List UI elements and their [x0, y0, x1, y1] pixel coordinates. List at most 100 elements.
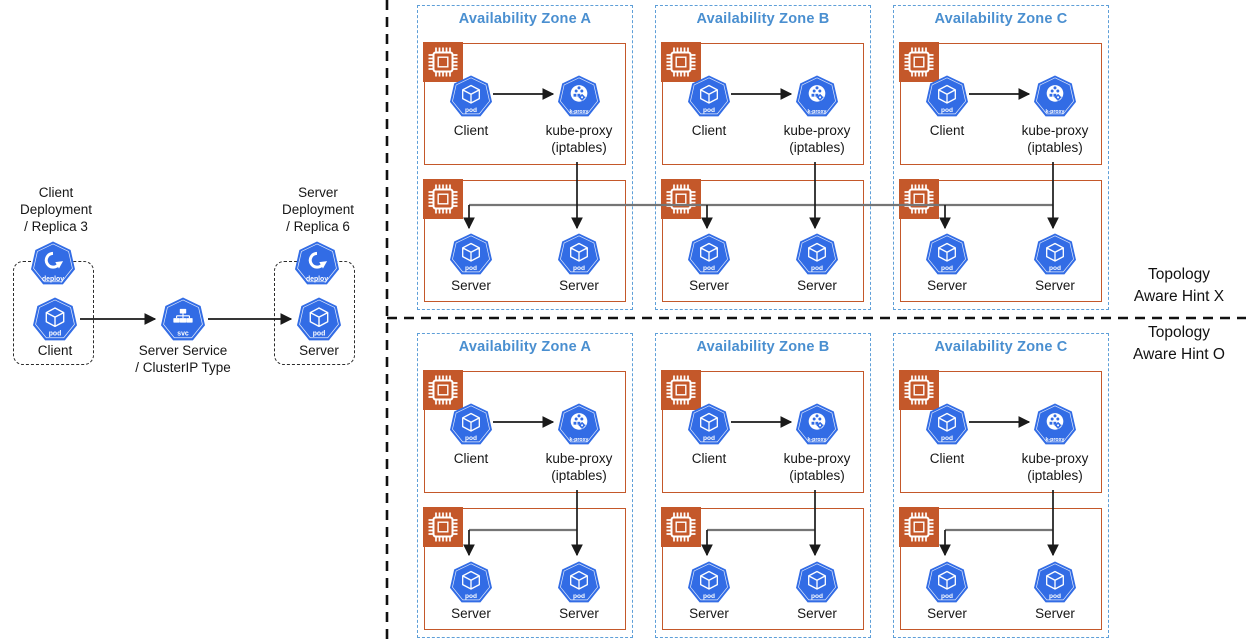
svg-text:deploy: deploy: [42, 276, 64, 283]
availability-zone: Availability Zone B pod Client k-proxy k…: [655, 5, 871, 310]
kube-proxy-icon: k-proxy: [795, 403, 839, 445]
svg-text:pod: pod: [703, 593, 715, 600]
kube-proxy-icon: k-proxy: [1033, 403, 1077, 445]
node-box-server: pod Server pod Server: [424, 508, 626, 630]
kube-proxy-label: kube-proxy (iptables): [545, 123, 613, 155]
pod-label: Server: [927, 606, 967, 621]
node-box-server: pod Server pod Server: [662, 180, 864, 302]
node-box-client: pod Client k-proxy kube-proxy (iptables): [424, 43, 626, 165]
pod-label: Server: [1035, 606, 1075, 621]
zone-title: Availability Zone B: [696, 339, 830, 355]
section-label-hint-x: Topology Aware Hint X: [1133, 266, 1225, 305]
cpu-chip-icon: [661, 507, 701, 547]
zone-title: Availability Zone C: [934, 11, 1068, 27]
svg-text:pod: pod: [811, 265, 823, 272]
pod-icon: pod: [925, 75, 969, 117]
svg-text:k-proxy: k-proxy: [570, 109, 589, 115]
kube-proxy-icon: k-proxy: [557, 75, 601, 117]
svg-text:k-proxy: k-proxy: [570, 437, 589, 443]
cpu-chip-icon: [899, 179, 939, 219]
pod-label: Client: [929, 123, 965, 138]
pod-label: Server: [451, 278, 491, 293]
node-box-server: pod Server pod Server: [900, 180, 1102, 302]
availability-zone: Availability Zone A pod Client k-proxy k…: [417, 333, 633, 638]
kube-proxy-label: kube-proxy (iptables): [783, 123, 851, 155]
pod-icon: pod: [449, 75, 493, 117]
pod-label: Server: [797, 278, 837, 293]
pod-label: Server: [927, 278, 967, 293]
pod-icon: pod: [557, 561, 601, 603]
pod-icon: pod: [449, 233, 493, 275]
pod-label: Client: [453, 451, 489, 466]
svg-text:pod: pod: [941, 265, 953, 272]
node-box-client: pod Client k-proxy kube-proxy (iptables): [662, 371, 864, 493]
pod-icon: pod: [687, 403, 731, 445]
pod-icon: pod: [449, 403, 493, 445]
zone-title: Availability Zone C: [934, 339, 1068, 355]
kube-proxy-label: kube-proxy (iptables): [783, 451, 851, 483]
svg-text:pod: pod: [573, 265, 585, 272]
node-box-server: pod Server pod Server: [662, 508, 864, 630]
availability-zone: Availability Zone C pod Client k-proxy k…: [893, 5, 1109, 310]
svg-text:deploy: deploy: [306, 276, 328, 283]
pod-icon: pod: [925, 233, 969, 275]
svg-text:pod: pod: [703, 265, 715, 272]
availability-zone: Availability Zone A pod Client k-proxy k…: [417, 5, 633, 310]
pod-icon: pod: [925, 561, 969, 603]
deploy-icon: deploy: [30, 241, 76, 285]
pod-icon: pod: [687, 561, 731, 603]
pod-icon: pod: [32, 297, 78, 341]
pod-label: Server: [559, 278, 599, 293]
svg-text:k-proxy: k-proxy: [1046, 109, 1065, 115]
pod-icon: pod: [449, 561, 493, 603]
client-deployment-title: Client Deployment / Replica 3: [19, 185, 93, 234]
availability-zone: Availability Zone C pod Client k-proxy k…: [893, 333, 1109, 638]
node-box-client: pod Client k-proxy kube-proxy (iptables): [900, 371, 1102, 493]
section-label-hint-o: Topology Aware Hint O: [1133, 324, 1225, 363]
pod-label: Client: [691, 123, 727, 138]
cpu-chip-icon: [423, 507, 463, 547]
pod-icon: pod: [687, 75, 731, 117]
pod-icon: pod: [1033, 233, 1077, 275]
kube-proxy-icon: k-proxy: [795, 75, 839, 117]
node-box-client: pod Client k-proxy kube-proxy (iptables): [424, 371, 626, 493]
node-box-server: pod Server pod Server: [900, 508, 1102, 630]
svg-text:pod: pod: [465, 265, 477, 272]
pod-icon: pod: [687, 233, 731, 275]
svg-text:pod: pod: [941, 593, 953, 600]
deploy-icon: deploy: [294, 241, 340, 285]
svg-text:pod: pod: [465, 435, 477, 442]
kube-proxy-label: kube-proxy (iptables): [1021, 451, 1089, 483]
svg-text:svc: svc: [177, 331, 189, 338]
pod-icon: pod: [925, 403, 969, 445]
svg-text:pod: pod: [1049, 593, 1061, 600]
svg-text:pod: pod: [313, 331, 326, 338]
pod-label: Server: [559, 606, 599, 621]
kube-proxy-label: kube-proxy (iptables): [545, 451, 613, 483]
pod-label: Server: [689, 278, 729, 293]
pod-icon: pod: [557, 233, 601, 275]
svg-text:k-proxy: k-proxy: [808, 437, 827, 443]
svg-text:pod: pod: [1049, 265, 1061, 272]
svg-text:k-proxy: k-proxy: [1046, 437, 1065, 443]
pod-label: Server: [797, 606, 837, 621]
pod-icon: pod: [1033, 561, 1077, 603]
pod-label: Client: [37, 343, 73, 358]
pod-label: Client: [929, 451, 965, 466]
svg-text:pod: pod: [49, 331, 62, 338]
pod-icon: pod: [795, 233, 839, 275]
svg-text:pod: pod: [703, 107, 715, 114]
pod-label: Server: [689, 606, 729, 621]
svg-text:pod: pod: [941, 435, 953, 442]
pod-label: Server: [299, 343, 339, 358]
svg-text:pod: pod: [465, 107, 477, 114]
kube-proxy-icon: k-proxy: [557, 403, 601, 445]
pod-label: Client: [453, 123, 489, 138]
zone-title: Availability Zone B: [696, 11, 830, 27]
service-label: Server Service / ClusterIP Type: [135, 343, 231, 375]
svg-text:pod: pod: [465, 593, 477, 600]
pod-label: Server: [1035, 278, 1075, 293]
node-box-client: pod Client k-proxy kube-proxy (iptables): [900, 43, 1102, 165]
svg-text:pod: pod: [573, 593, 585, 600]
